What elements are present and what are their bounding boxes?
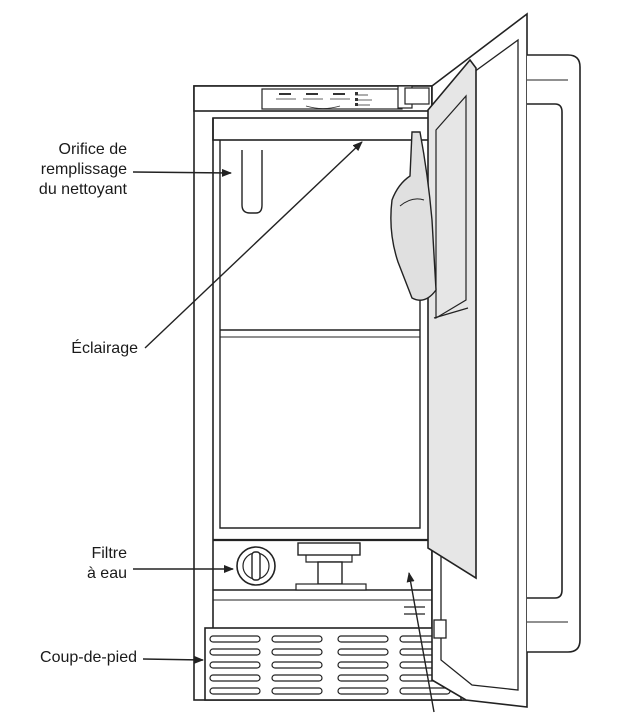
label-water-filter-line1: Filtre [91, 545, 127, 562]
vent-slot [209, 674, 261, 682]
label-water-filter-line2: à eau [86, 565, 127, 582]
vent-slot [271, 687, 323, 695]
vent-slot [337, 661, 389, 669]
arrow-lighting [144, 141, 363, 349]
ice-bin [219, 140, 421, 529]
vent-slot [271, 648, 323, 656]
cleaner-fill-orifice [241, 150, 263, 214]
vent-slot [271, 635, 323, 643]
label-water-filter: Filtre à eau [87, 544, 127, 584]
label-cleaner-fill: Orifice de remplissage du nettoyant [39, 140, 127, 200]
arrow-cleaner-fill [132, 168, 232, 177]
pump-assembly [297, 542, 361, 556]
arrow-kick-plate [142, 655, 204, 664]
vent-slot [209, 687, 261, 695]
vent-slot [337, 674, 389, 682]
label-cleaner-fill-line3: du nettoyant [38, 181, 127, 198]
label-cleaner-fill-line1: Orifice de [58, 141, 127, 158]
vent-slot [399, 687, 451, 695]
arrow-door-latch [406, 572, 435, 713]
label-lighting: Éclairage [71, 340, 138, 357]
lighting-bar [212, 117, 433, 141]
vent-slot [271, 674, 323, 682]
kick-plate-vents [209, 635, 451, 695]
vent-slot [209, 661, 261, 669]
vent-slot [337, 687, 389, 695]
label-cleaner-fill-line2: remplissage [40, 161, 127, 178]
vent-slot [209, 635, 261, 643]
vent-slot [271, 661, 323, 669]
ice-scoop [390, 131, 437, 301]
vent-slot [337, 635, 389, 643]
label-kick-plate: Coup-de-pied [40, 649, 137, 666]
vent-slot [209, 648, 261, 656]
vent-slot [337, 648, 389, 656]
